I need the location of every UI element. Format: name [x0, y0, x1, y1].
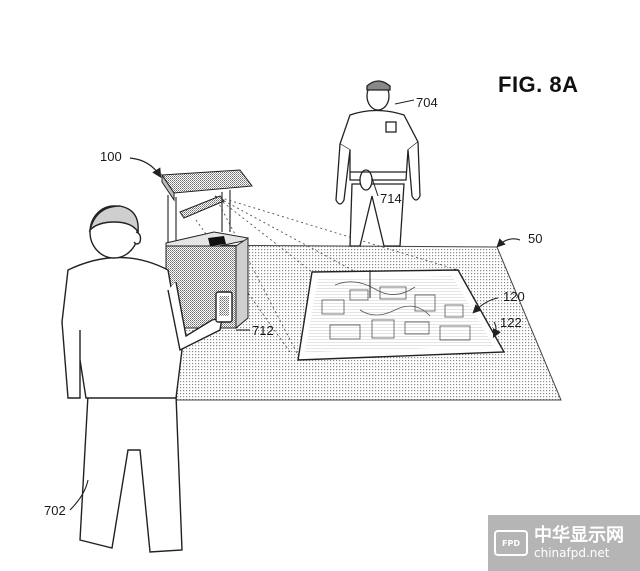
label-user-front: 702 — [44, 503, 66, 518]
watermark-site-name: 中华显示网 — [534, 525, 624, 546]
label-worn-device: 714 — [380, 191, 402, 206]
label-projector-unit: 100 — [100, 149, 122, 164]
watermark-site-url: chinafpd.net — [534, 546, 610, 560]
label-user-back: 704 — [416, 95, 438, 110]
projected-image — [297, 269, 506, 361]
label-projection-boundary: 122 — [500, 315, 522, 330]
leader-lines — [69, 238, 521, 511]
label-projected-image: 120 — [503, 289, 525, 304]
user-702-figure — [61, 205, 233, 553]
watermark-logo-icon: FPD — [494, 530, 528, 556]
label-floor-surface: 50 — [528, 231, 543, 246]
user-704-figure — [335, 80, 421, 247]
watermark: FPD 中华显示网 chinafpd.net — [488, 515, 640, 571]
figure-title: FIG. 8A — [498, 72, 579, 97]
label-handheld-device: 712 — [252, 323, 274, 338]
